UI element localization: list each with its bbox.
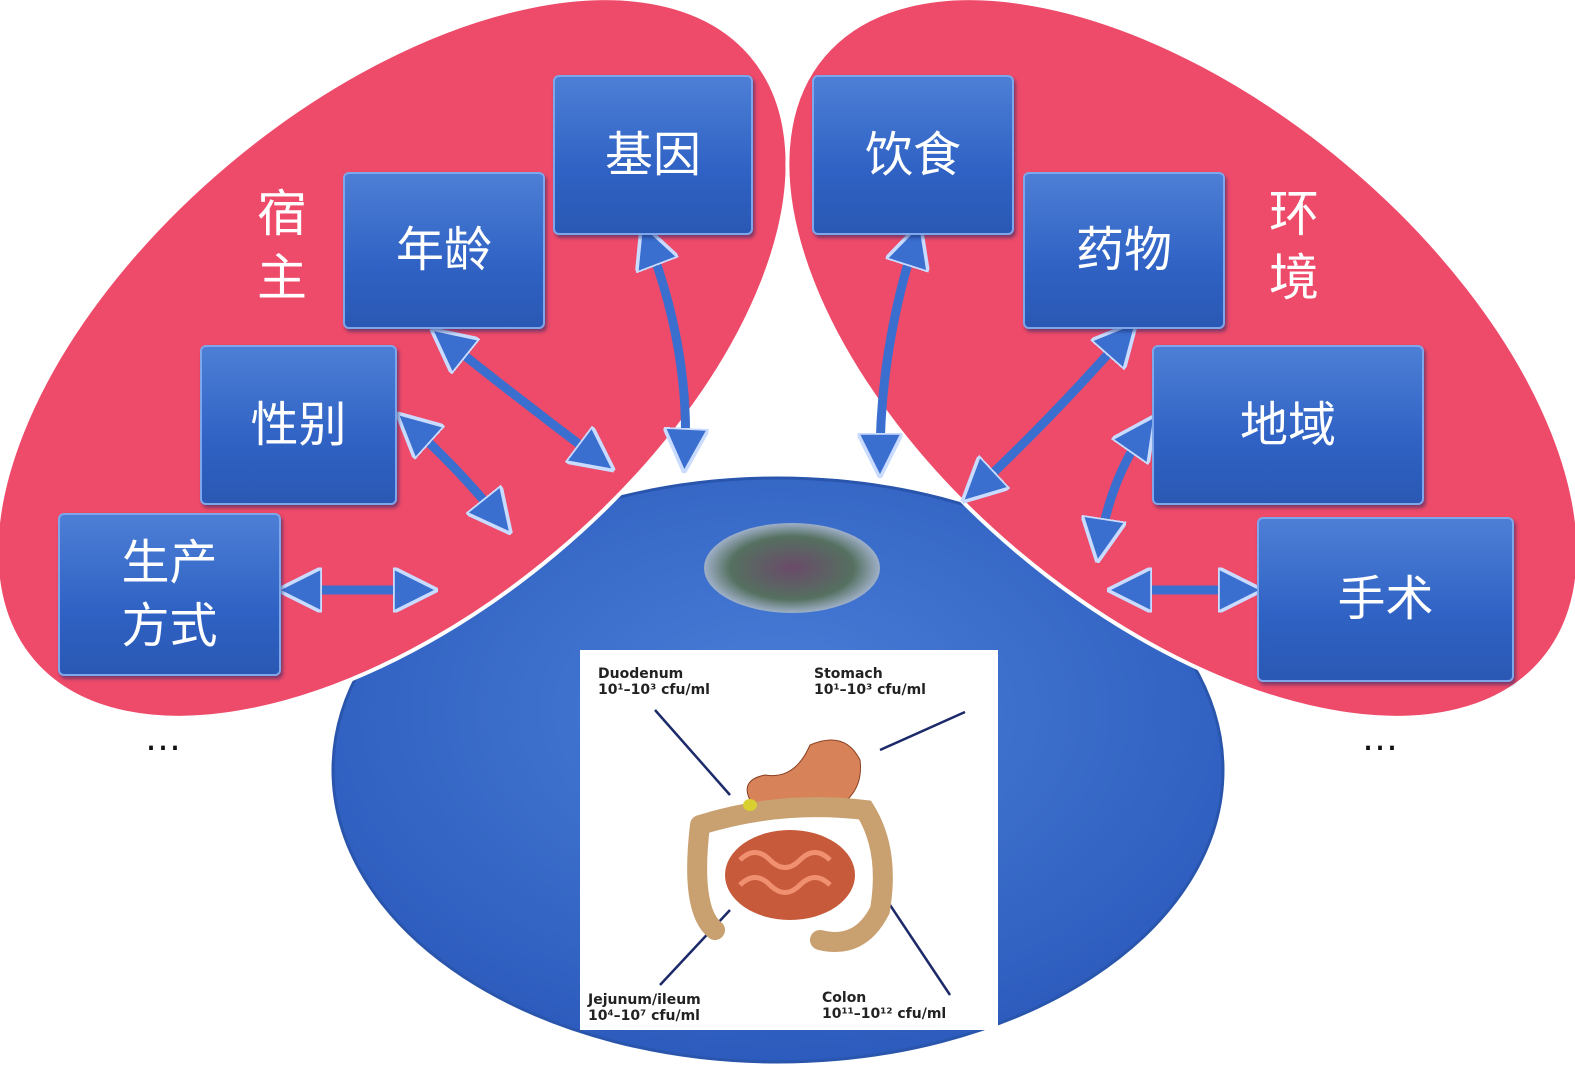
factor-drugs: 药物 [1023, 172, 1225, 329]
host-more: … [145, 718, 183, 759]
factor-gene: 基因 [553, 75, 753, 235]
factor-delivery-mode: 生产方式 [58, 513, 281, 676]
environment-more: … [1362, 718, 1400, 759]
digestive-tract-illustration [654, 709, 966, 996]
interaction-arrows [295, 240, 1245, 590]
factor-sex: 性别 [200, 345, 397, 505]
microbiota-icon [704, 523, 880, 613]
factor-age: 年龄 [343, 172, 545, 329]
factor-region: 地域 [1152, 345, 1424, 505]
environment-label: 环境 [1269, 185, 1319, 307]
factor-surgery: 手术 [1257, 517, 1514, 682]
host-label: 宿主 [257, 185, 307, 307]
factor-diet: 饮食 [812, 75, 1014, 235]
